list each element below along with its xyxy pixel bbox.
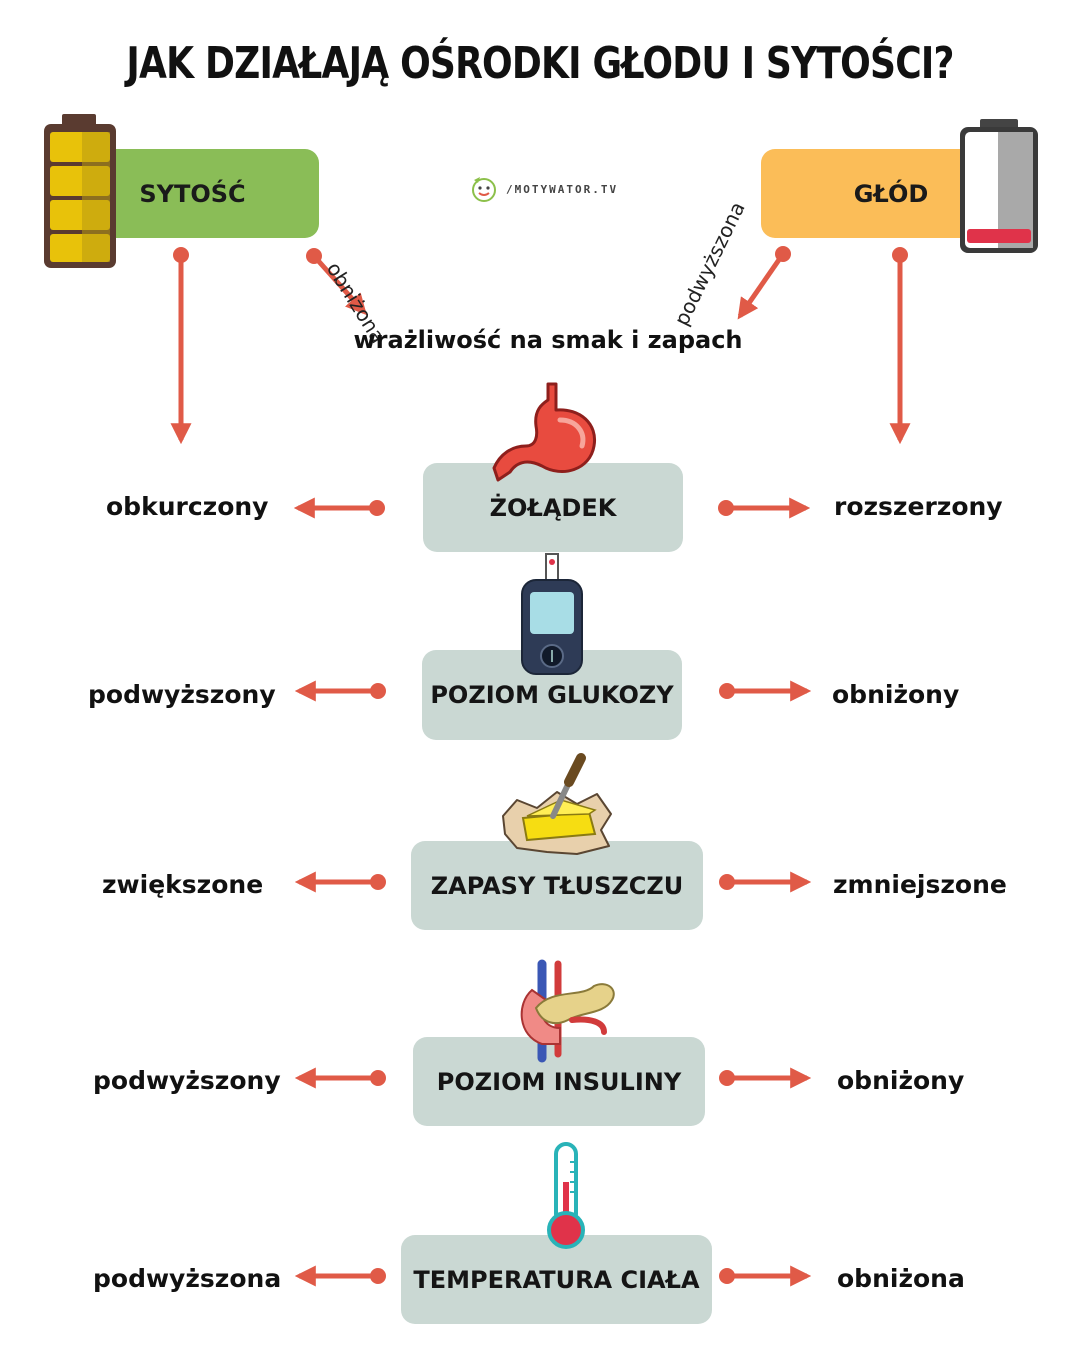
row-arrows-1	[293, 497, 811, 519]
sensitivity-label: wrażliwość na smak i zapach	[353, 326, 743, 354]
organ-box-fat: ZAPASY TŁUSZCZU	[411, 841, 703, 930]
row-arrows	[293, 497, 812, 1287]
empty-battery-icon	[960, 119, 1038, 253]
satiety-box: SYTOŚĆ	[96, 149, 319, 238]
page-title: JAK DZIAŁAJĄ OŚRODKI GŁODU I SYTOŚCI?	[126, 38, 954, 89]
thermometer-icon	[547, 1142, 585, 1249]
stomach-icon	[492, 382, 597, 482]
row-left-value: podwyższony	[88, 680, 276, 709]
row-right-value: zmniejszone	[833, 870, 1007, 899]
row-left-value: obkurczony	[106, 492, 269, 521]
row-right-value: obniżony	[832, 680, 960, 709]
sensitivity-left-arrow	[312, 254, 367, 316]
hunger-box: GŁÓD	[761, 149, 981, 238]
hunger-label: GŁÓD	[853, 179, 929, 208]
row-arrows-2	[294, 680, 812, 702]
organ-label: ŻOŁĄDEK	[489, 493, 617, 522]
organ-label: POZIOM INSULINY	[436, 1067, 682, 1096]
logo-text: /MOTYWATOR.TV	[506, 182, 619, 196]
row-left-value: zwiększone	[102, 870, 264, 899]
organ-label: POZIOM GLUKOZY	[430, 681, 674, 709]
row-right-value: obniżony	[837, 1066, 965, 1095]
satiety-label: SYTOŚĆ	[139, 179, 246, 208]
row-arrows-4	[294, 1067, 812, 1089]
row-right-value: rozszerzony	[834, 492, 1003, 521]
organ-label: ZAPASY TŁUSZCZU	[430, 871, 684, 900]
glucometer-icon	[521, 553, 583, 675]
organ-box-temperature: TEMPERATURA CIAŁA	[401, 1235, 712, 1324]
row-arrows-3	[294, 871, 812, 893]
logo: /MOTYWATOR.TV	[468, 174, 618, 204]
full-battery-icon	[44, 114, 116, 268]
pancreas-icon	[520, 959, 615, 1063]
butter-icon	[502, 753, 612, 855]
organ-label: TEMPERATURA CIAŁA	[413, 1265, 700, 1294]
row-left-value: podwyższona	[93, 1264, 282, 1293]
row-arrows-5	[294, 1265, 812, 1287]
sensitivity-right-arrow	[737, 252, 786, 320]
row-left-value: podwyższony	[93, 1066, 281, 1095]
logo-face-icon	[472, 177, 496, 202]
organ-box-stomach: ŻOŁĄDEK	[423, 463, 683, 552]
row-right-value: obniżona	[837, 1264, 965, 1293]
